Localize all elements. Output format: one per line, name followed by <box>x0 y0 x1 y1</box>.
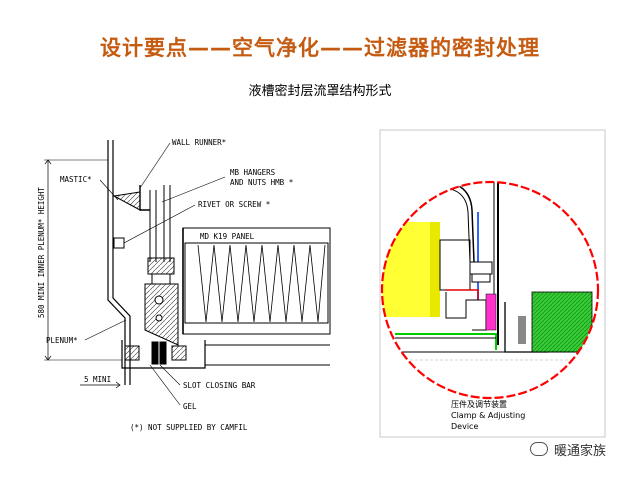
min-5-label: 5 MINI <box>84 375 111 384</box>
plenum-label: PLENUM* <box>46 336 78 345</box>
note-label: (*) NOT SUPPLIED BY CAMFIL <box>130 423 248 432</box>
page-subtitle: 液槽密封层流罩结构形式 <box>248 84 392 99</box>
magnifier-circle <box>380 180 600 400</box>
slot-bar-label: SLOT CLOSING BAR <box>183 381 256 390</box>
mb-hangers-label-2: AND NUTS HMB * <box>230 178 293 187</box>
detail-caption-en: Clamp & Adjusting <box>451 411 525 420</box>
detail-caption-en-2: Device <box>451 422 478 431</box>
rivet-label: RIVET OR SCREW * <box>198 200 270 209</box>
wechat-icon <box>530 442 548 456</box>
section-drawing <box>44 140 331 406</box>
watermark: 暖通家族 <box>530 440 606 459</box>
watermark-text: 暖通家族 <box>554 444 607 459</box>
detail-caption-cn: 压件及调节装置 <box>451 399 507 409</box>
mb-hangers-label: MB HANGERS <box>230 168 276 177</box>
mastic-label: MASTIC* <box>60 175 92 184</box>
page-title: 设计要点——空气净化——过滤器的密封处理 <box>100 36 540 60</box>
gel-label: GEL <box>183 402 197 411</box>
plenum-height-label: 580 MINI INNER PLENUM* HEIGHT <box>37 187 46 318</box>
wall-runner-label: WALL RUNNER* <box>172 138 226 147</box>
panel-label: MD K19 PANEL <box>200 232 255 241</box>
